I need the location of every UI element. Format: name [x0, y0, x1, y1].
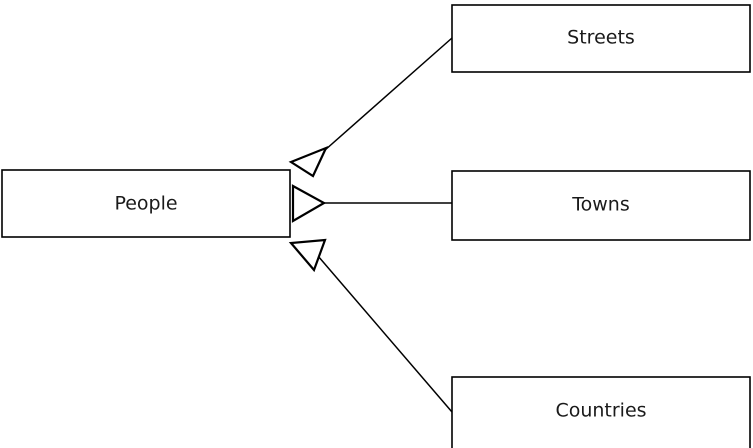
entity-people[interactable]: People: [1, 169, 291, 238]
connector-people-countries[interactable]: [317, 255, 453, 413]
arrowhead-towns-to-people: [291, 184, 327, 223]
entity-streets[interactable]: Streets: [451, 4, 751, 73]
entity-streets-label: Streets: [567, 27, 635, 49]
entity-countries-label: Countries: [555, 400, 646, 422]
entity-countries[interactable]: Countries: [451, 376, 751, 448]
entity-streets-box[interactable]: [451, 4, 751, 73]
entity-towns-box[interactable]: [451, 170, 751, 241]
entity-towns-label: Towns: [571, 194, 629, 216]
arrowhead-countries-to-people: [288, 238, 327, 273]
entity-towns[interactable]: Towns: [451, 170, 751, 241]
entity-countries-box[interactable]: [451, 376, 751, 448]
entity-people-box[interactable]: [1, 169, 291, 238]
entity-people-label: People: [114, 193, 177, 215]
arrowhead-streets-to-people: [288, 145, 329, 178]
connector-people-streets[interactable]: [315, 37, 453, 159]
